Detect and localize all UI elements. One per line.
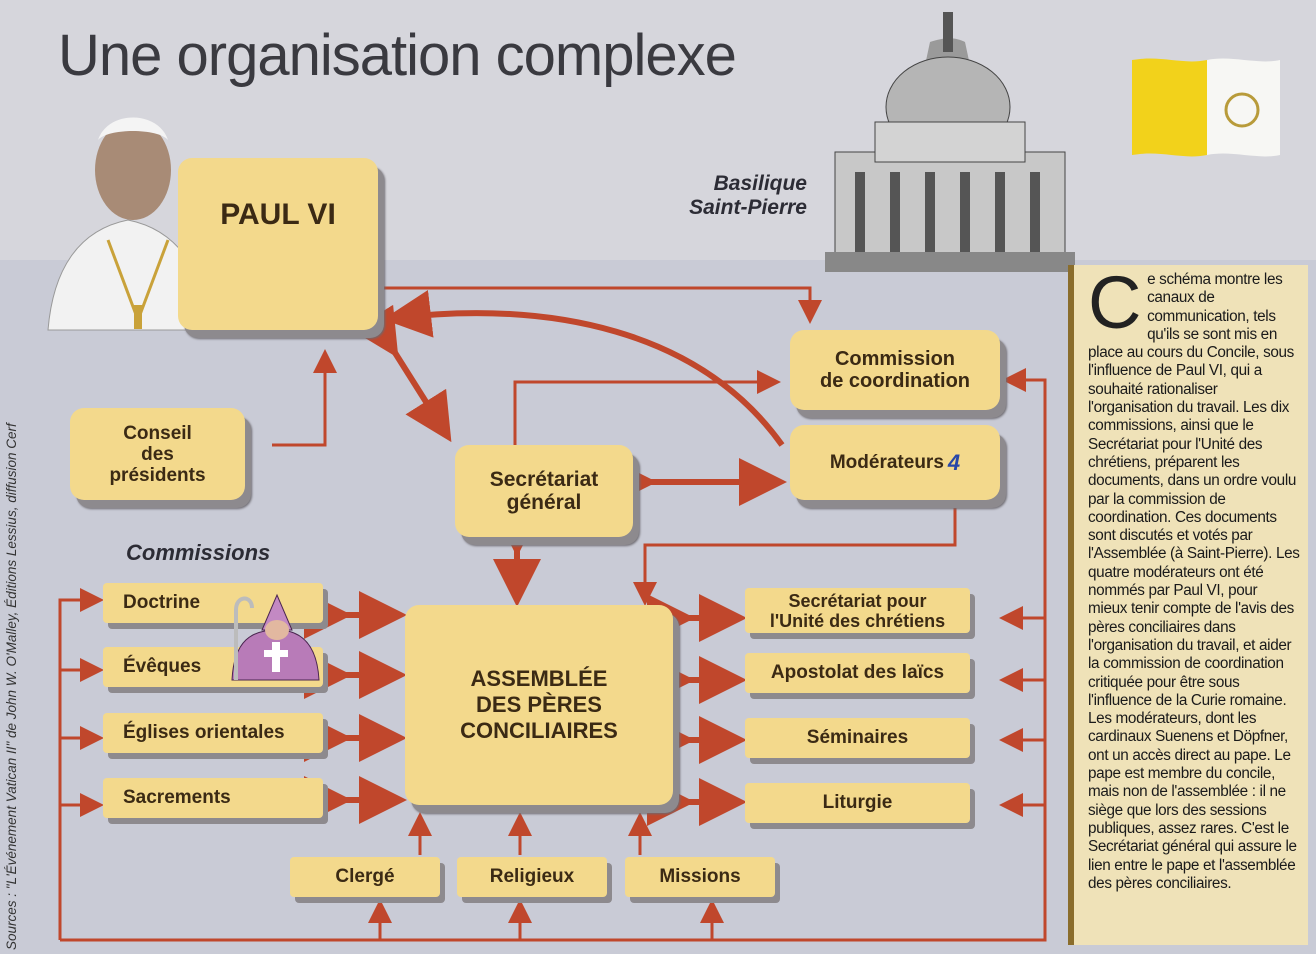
commission-liturgie: Liturgie [745,783,970,823]
commission-coordination-box: Commission de coordination [790,330,1000,410]
explanation-body: e schéma montre les canaux de communicat… [1088,271,1300,892]
commission-eglises-orientales: Églises orientales [103,713,323,753]
outer-loop-line [60,368,1047,942]
basilica-image [825,12,1075,272]
dropcap: C [1088,261,1142,344]
commission-sacrements: Sacrements [103,778,323,818]
commission-apostolat-laics: Apostolat des laïcs [745,653,970,693]
commission-missions: Missions [625,857,775,897]
commission-clerge: Clergé [290,857,440,897]
commission-seminaires: Séminaires [745,718,970,758]
page-title: Une organisation complexe [58,23,737,88]
paul-vi-box: PAUL VI [178,158,378,330]
secretariat-general-box: Secrétariat général [455,445,633,537]
moderateurs-box: Modérateurs 4 [790,425,1000,500]
commission-religieux: Religieux [457,857,607,897]
commission-unite-chretiens: Secrétariat pour l'Unité des chrétiens [745,588,970,633]
sources-credit: Sources : "L'Événement Vatican II" de Jo… [4,423,19,950]
vatican-flag [1132,58,1280,157]
commissions-label: Commissions [126,540,271,565]
pope-portrait [47,117,214,331]
assemblee-box: ASSEMBLÉE DES PÈRES CONCILIAIRES [405,605,673,805]
bishop-icon [231,593,320,681]
handwritten-note: 4 [947,449,961,475]
pope-label: PAUL VI [220,198,336,231]
conseil-presidents-box: Conseil des présidents [70,408,245,500]
basilica-label: Basilique Saint-Pierre [689,172,807,219]
